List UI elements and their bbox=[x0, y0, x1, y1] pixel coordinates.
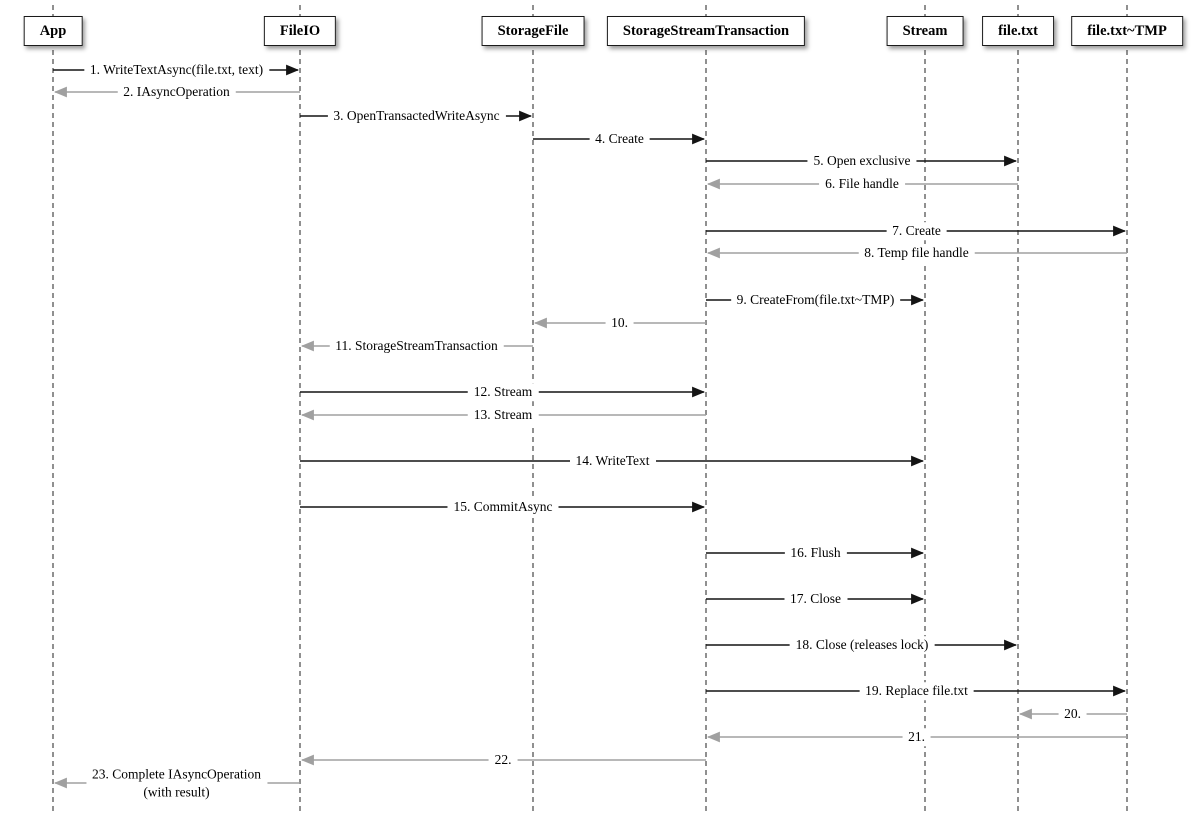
message-label-21: 21. bbox=[902, 728, 931, 746]
participant-label: file.txt~TMP bbox=[1087, 22, 1167, 39]
participant-label: FileIO bbox=[279, 22, 321, 39]
message-label-text: 19. Replace file.txt bbox=[865, 683, 968, 699]
participant-sst: StorageStreamTransaction bbox=[606, 16, 806, 46]
participant-label: StorageFile bbox=[497, 22, 569, 39]
participant-filetxt: file.txt bbox=[982, 16, 1054, 46]
message-label-text: 12. Stream bbox=[473, 384, 533, 400]
message-label-19: 19. Replace file.txt bbox=[859, 682, 974, 700]
message-label-text: 14. WriteText bbox=[575, 453, 650, 469]
message-label-23: 23. Complete IAsyncOperation (with result… bbox=[85, 765, 268, 801]
message-label-4: 4. Create bbox=[589, 130, 650, 148]
participant-tmp: file.txt~TMP bbox=[1071, 16, 1183, 46]
participant-label: Stream bbox=[902, 22, 948, 39]
message-label-18: 18. Close (releases lock) bbox=[789, 636, 935, 654]
message-label-11: 11. StorageStreamTransaction bbox=[329, 337, 504, 355]
message-label-text: 9. CreateFrom(file.txt~TMP) bbox=[736, 292, 895, 308]
participant-label: App bbox=[39, 22, 67, 39]
message-label-3: 3. OpenTransactedWriteAsync bbox=[327, 107, 506, 125]
message-label-text: 3. OpenTransactedWriteAsync bbox=[333, 108, 500, 124]
message-label-10: 10. bbox=[605, 314, 634, 332]
message-label-text: 1. WriteTextAsync(file.txt, text) bbox=[89, 62, 264, 78]
message-label-text: 10. bbox=[611, 315, 628, 331]
message-label-text: 7. Create bbox=[892, 223, 941, 239]
message-label-7: 7. Create bbox=[886, 222, 947, 240]
message-label-text-line2: (with result) bbox=[143, 784, 210, 799]
message-label-5: 5. Open exclusive bbox=[807, 152, 917, 170]
message-label-17: 17. Close bbox=[783, 590, 848, 608]
message-label-15: 15. CommitAsync bbox=[447, 498, 559, 516]
message-label-text: 18. Close (releases lock) bbox=[795, 637, 929, 653]
message-label-20: 20. bbox=[1058, 705, 1087, 723]
message-label-text: 15. CommitAsync bbox=[453, 499, 553, 515]
message-label-text: 22. bbox=[494, 752, 512, 768]
participant-label: StorageStreamTransaction bbox=[622, 22, 790, 39]
participant-app: App bbox=[23, 16, 83, 46]
message-label-8: 8. Temp file handle bbox=[858, 244, 975, 262]
message-label-text: 23. Complete IAsyncOperation bbox=[91, 766, 262, 782]
message-label-text: 8. Temp file handle bbox=[864, 245, 969, 261]
participant-stream: Stream bbox=[886, 16, 964, 46]
message-label-text: 4. Create bbox=[595, 131, 644, 147]
message-label-14: 14. WriteText bbox=[569, 452, 656, 470]
participant-storagefile: StorageFile bbox=[481, 16, 585, 46]
participant-label: file.txt bbox=[998, 22, 1038, 39]
message-label-text: 13. Stream bbox=[473, 407, 533, 423]
message-label-text: 2. IAsyncOperation bbox=[123, 84, 230, 100]
message-label-16: 16. Flush bbox=[784, 544, 847, 562]
message-label-12: 12. Stream bbox=[467, 383, 539, 401]
message-label-13: 13. Stream bbox=[467, 406, 539, 424]
message-label-2: 2. IAsyncOperation bbox=[117, 83, 236, 101]
message-label-1: 1. WriteTextAsync(file.txt, text) bbox=[83, 61, 270, 79]
message-label-6: 6. File handle bbox=[819, 175, 905, 193]
message-label-text: 5. Open exclusive bbox=[813, 153, 911, 169]
message-label-text: 21. bbox=[908, 729, 925, 745]
message-label-9: 9. CreateFrom(file.txt~TMP) bbox=[730, 291, 901, 309]
message-label-22: 22. bbox=[488, 751, 518, 769]
message-label-text: 6. File handle bbox=[825, 176, 899, 192]
message-label-text: 16. Flush bbox=[790, 545, 841, 561]
message-label-text: 20. bbox=[1064, 706, 1081, 722]
message-label-text: 17. Close bbox=[789, 591, 842, 607]
participant-fileio: FileIO bbox=[263, 16, 337, 46]
message-label-text: 11. StorageStreamTransaction bbox=[335, 338, 498, 354]
